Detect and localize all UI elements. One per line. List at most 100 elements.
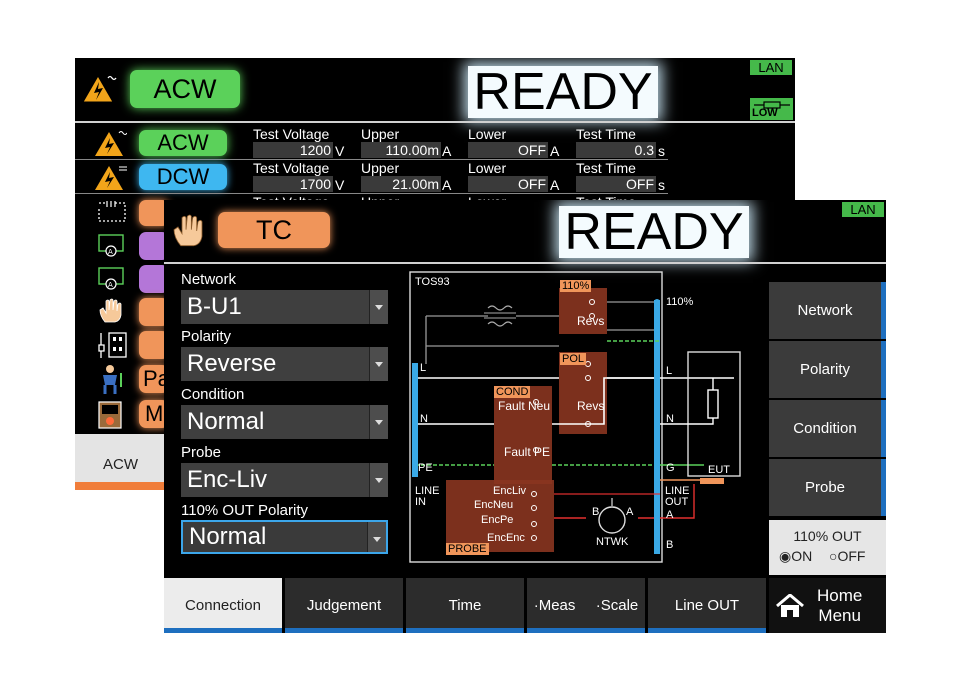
label-revs-top: Revs [577,314,605,328]
field-value: 1200 [253,142,333,158]
condition-label: Condition [181,386,245,403]
radio-on[interactable]: ◉ON [779,548,812,565]
probe-label: Probe [181,444,222,461]
line-in-label: LINE IN [415,486,439,508]
field-label: Test Voltage [253,194,329,202]
probe-button[interactable]: Probe [769,459,886,516]
node-pe: PE [418,462,433,474]
field-unit: A [442,177,452,193]
step-row-1[interactable]: ACW Test Voltage 1200 V Upper 110.00m A … [75,126,795,160]
mode-badge: ACW [130,70,240,108]
network-button[interactable]: Network [769,282,886,339]
lan-indicator: LAN [750,60,792,75]
home-menu-button[interactable]: Home Menu [769,578,886,633]
person-icon [103,365,122,394]
tc-screen: TC READY LAN Network B-U1 Polarity Rever… [164,200,886,633]
field-value: 110.00m [361,142,441,158]
out-polarity-select[interactable]: Normal [181,520,388,554]
chevron-down-icon [369,347,388,381]
field-value: 0.3 [576,142,656,158]
step-row-2[interactable]: DCW Test Voltage 1700 V Upper 21.00m A L… [75,160,795,194]
condition-button[interactable]: Condition [769,400,886,457]
high-voltage-warning-icon [83,74,117,103]
field-value: OFF [468,142,548,158]
polarity-value: Reverse [187,350,277,377]
radio-on-label: ON [791,548,813,564]
line-in-l1: LINE [415,485,440,497]
polarity-label: Polarity [181,328,232,345]
tab-meas-scale[interactable]: ·Meas ·Scale [527,578,645,633]
tag-pol: POL [560,353,587,365]
field-label: Test Voltage [253,160,330,176]
field-label: Test Time [576,194,636,202]
radio-off-label: OFF [837,548,866,564]
header-divider [75,121,795,123]
ground-meter-icon: A [98,234,124,257]
probe-item-encpe: EncPe [481,514,514,526]
svg-text:A: A [108,248,113,256]
network-select[interactable]: B-U1 [181,290,388,324]
tab-acw[interactable]: ACW [103,456,138,473]
radio-off[interactable]: ○OFF [829,548,865,564]
line-out-label: LINE OUT [665,486,689,508]
probe-item-encneu: EncNeu [474,499,514,511]
chevron-down-icon [369,405,388,439]
label-revs-pol: Revs [577,399,605,413]
field-label: Test Voltage [253,126,330,142]
line-out-l2: OUT [665,496,689,508]
high-voltage-warning-icon [95,130,127,156]
label-fault-neu: Fault Neu [498,399,551,413]
lan-indicator: LAN [842,202,884,217]
circuit-icon [98,201,126,222]
radio-unchecked-icon: ○ [829,548,838,564]
ntwk-a: A [626,506,634,518]
out-110-title: 110% OUT [793,528,862,544]
row-divider [75,193,668,194]
label-fault-pe: Fault PE [504,445,551,459]
home-label: Home [817,586,863,605]
hand-icon [173,214,203,247]
low-badge-text: LOW [752,107,778,119]
field-value: OFF [576,176,656,192]
network-value: B-U1 [187,293,242,320]
field-label: Test Time [576,160,636,176]
chevron-down-icon [369,290,388,324]
tab-time[interactable]: Time [406,578,524,633]
out-l: L [666,365,673,377]
field-value: 21.00m [361,176,441,192]
field-unit: V [335,177,345,193]
probe-item-encliv: EncLiv [493,485,527,497]
field-unit: V [335,143,345,159]
field-unit: A [442,143,452,159]
probe-value: Enc-Liv [187,466,268,493]
diagram-title: TOS93 [415,276,450,288]
field-label: Upper [361,126,400,142]
field-label: Lower [468,160,507,176]
status-ready: READY [559,206,749,258]
tab-connection[interactable]: Connection [164,578,282,633]
header-divider [164,262,886,264]
menu-label: Menu [818,606,861,625]
tab-line-out[interactable]: Line OUT [648,578,766,633]
condition-select[interactable]: Normal [181,405,388,439]
probe-select[interactable]: Enc-Liv [181,463,388,497]
polarity-button[interactable]: Polarity [769,341,886,398]
tab-scale-label: ·Scale [595,597,639,614]
field-unit: s [658,143,665,159]
field-value: OFF [468,176,548,192]
tab-judgement[interactable]: Judgement [285,578,403,633]
chevron-down-icon [367,522,386,552]
polarity-select[interactable]: Reverse [181,347,388,381]
connection-diagram [409,271,741,563]
field-label: Test Time [576,126,636,142]
field-label: Upper [361,194,399,202]
row-mode: DCW [139,164,227,190]
out-110-toggle[interactable]: 110% OUT ◉ON ○OFF [769,520,886,575]
label-110-out: 110% [666,296,694,308]
field-value: 1700 [253,176,333,192]
meter-device-icon [98,401,122,429]
field-unit: s [658,177,665,193]
line-out-l1: LINE [665,485,690,497]
tab-meas-label: ·Meas [533,597,576,614]
ntwk-b: B [592,506,600,518]
